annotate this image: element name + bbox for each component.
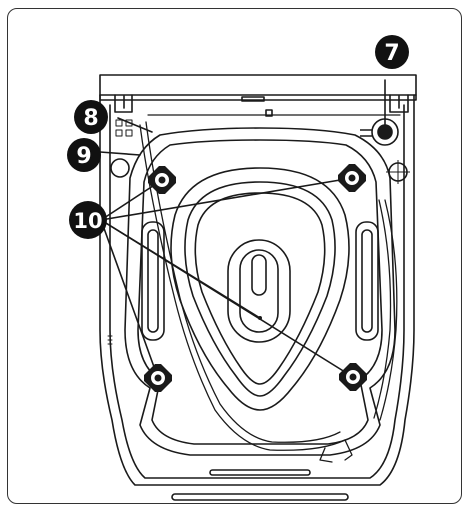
filter-cap-icon	[360, 118, 410, 184]
callout-9: 9	[67, 138, 101, 172]
side-slots	[141, 221, 379, 341]
leader-lines	[99, 79, 386, 379]
callout-10: 10	[69, 201, 107, 239]
callout-8-label: 8	[83, 106, 98, 131]
callout-10-label: 10	[73, 209, 102, 233]
transport-bolt-icon	[144, 164, 367, 392]
center-dot	[258, 316, 262, 320]
callout-7: 7	[375, 35, 409, 69]
callout-9-label: 9	[76, 144, 91, 169]
left-cap-icon	[110, 158, 130, 178]
back-panel-icon	[99, 94, 415, 501]
drum-cover	[170, 167, 350, 411]
top-rail	[99, 74, 417, 116]
callout-7-label: 7	[384, 41, 399, 66]
left-labels	[107, 119, 133, 345]
callout-8: 8	[74, 100, 108, 134]
